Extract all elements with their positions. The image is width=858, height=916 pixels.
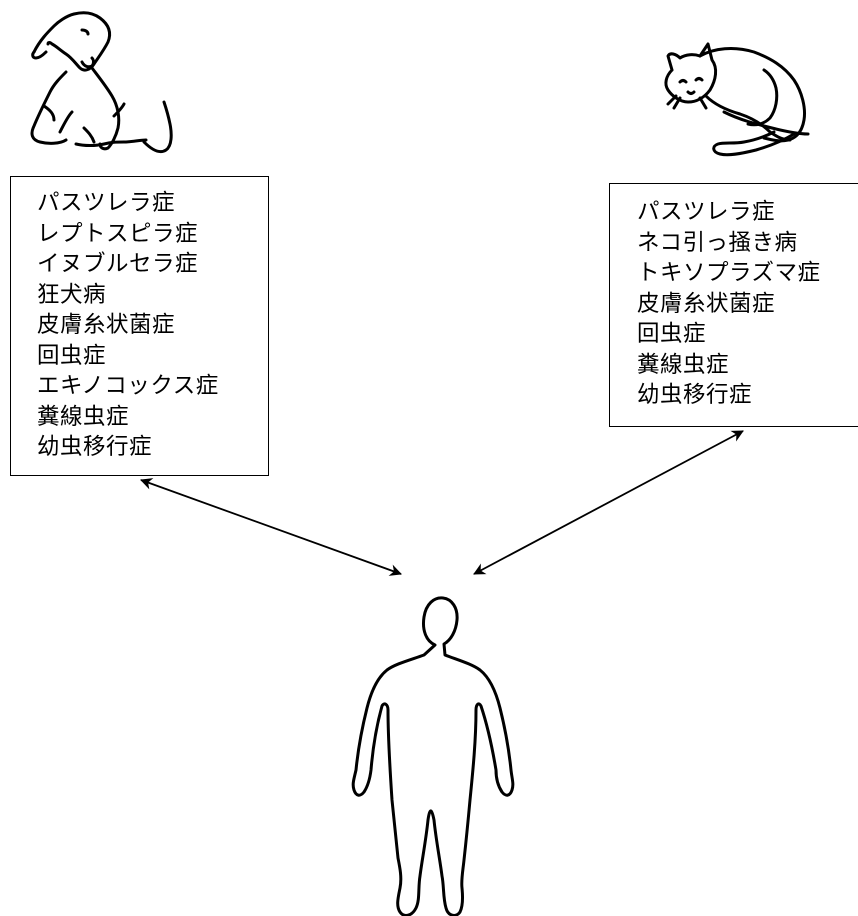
dog-disease-item: レプトスピラ症 <box>37 220 199 247</box>
dog-disease-item: 糞線虫症 <box>37 403 130 430</box>
cat-disease-item: ネコ引っ掻き病 <box>637 229 798 256</box>
cat-disease-list: パスツレラ症 ネコ引っ掻き病 トキソプラズマ症 皮膚糸状菌症 回虫症 糞線虫症 … <box>637 197 858 411</box>
cat-disease-item: パスツレラ症 <box>637 199 776 225</box>
cat-disease-item: 幼虫移行症 <box>637 382 753 408</box>
cat-disease-item: 回虫症 <box>637 321 707 347</box>
dog-human-arrow <box>140 478 402 576</box>
dog-disease-item: 狂犬病 <box>37 281 107 308</box>
dog-disease-box: パスツレラ症 レプトスピラ症 イヌブルセラ症 狂犬病 皮膚糸状菌症 回虫症 エキ… <box>10 176 269 476</box>
cat-disease-item: 糞線虫症 <box>637 351 730 378</box>
dog-disease-item: パスツレラ症 <box>37 190 176 216</box>
cat-disease-item: 皮膚糸状菌症 <box>637 290 776 317</box>
dog-disease-item: 回虫症 <box>37 342 107 369</box>
cat-disease-item: トキソプラズマ症 <box>637 260 821 286</box>
dog-icon <box>30 11 173 154</box>
dog-disease-item: イヌブルセラ症 <box>37 251 199 277</box>
human-figure-icon <box>351 596 515 916</box>
dog-disease-list: パスツレラ症 レプトスピラ症 イヌブルセラ症 狂犬病 皮膚糸状菌症 回虫症 エキ… <box>37 188 268 463</box>
dog-disease-item: エキノコックス症 <box>37 373 219 399</box>
dog-disease-item: 皮膚糸状菌症 <box>37 312 176 338</box>
cat-human-arrow <box>473 430 744 575</box>
cat-icon <box>664 42 810 157</box>
cat-disease-box: パスツレラ症 ネコ引っ掻き病 トキソプラズマ症 皮膚糸状菌症 回虫症 糞線虫症 … <box>609 183 858 427</box>
dog-disease-item: 幼虫移行症 <box>37 434 153 460</box>
